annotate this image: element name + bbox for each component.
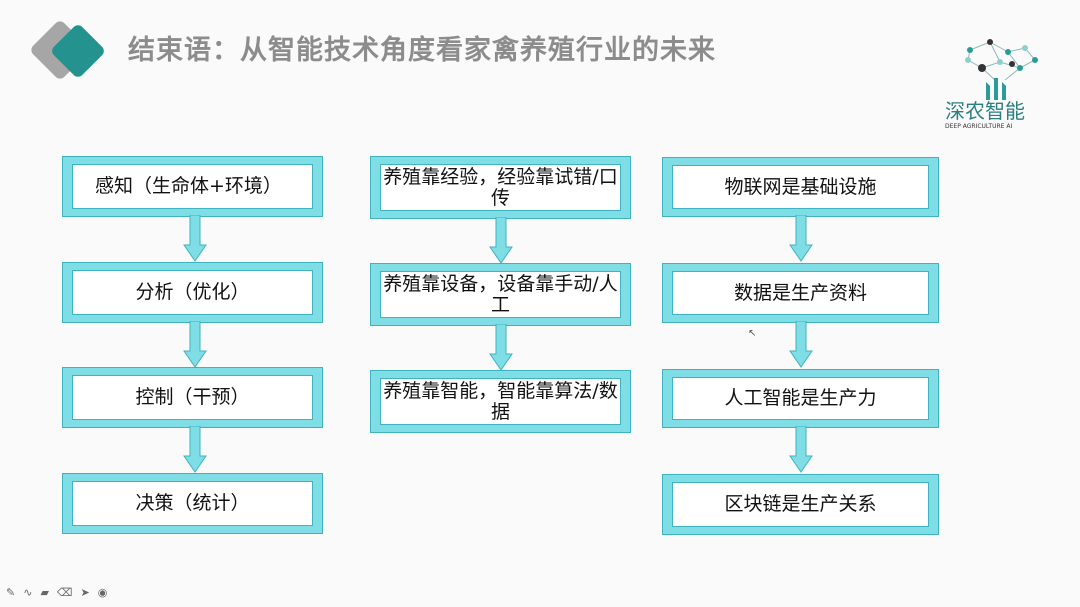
down-arrow-icon [789, 320, 813, 368]
down-arrow-icon [489, 323, 513, 371]
pointer-icon[interactable]: ➤ [80, 586, 90, 599]
slide-title: 结束语：从智能技术角度看家禽养殖行业的未来 [128, 35, 716, 66]
flow-box: 养殖靠设备，设备靠手动/人工 [370, 263, 631, 326]
flow-box: 分析（优化） [62, 262, 323, 323]
pen-icon[interactable]: ✎ [6, 586, 16, 599]
flow-box: 控制（干预） [62, 367, 323, 428]
mouse-cursor-icon: ↖ [748, 328, 757, 339]
down-arrow-icon [183, 320, 207, 368]
eraser-icon[interactable]: ⌫ [56, 586, 73, 599]
flow-box: 感知（生命体+环境） [62, 156, 323, 217]
down-arrow-icon [489, 216, 513, 264]
presentation-toolbar: ✎ ∿ ▰ ⌫ ➤ ◉ [6, 586, 107, 599]
svg-text:深农智能: 深农智能 [945, 99, 1025, 123]
flow-box: 养殖靠经验，经验靠试错/口传 [370, 156, 631, 219]
ink-icon[interactable]: ∿ [23, 586, 33, 599]
flow-box: 物联网是基础设施 [662, 157, 939, 217]
flow-box: 人工智能是生产力 [662, 369, 939, 428]
highlighter-icon[interactable]: ▰ [40, 586, 49, 599]
flow-box: 养殖靠智能，智能靠算法/数据 [370, 370, 631, 433]
flow-box: 决策（统计） [62, 473, 323, 534]
flow-box: 数据是生产资料 [662, 263, 939, 323]
down-arrow-icon [183, 214, 207, 262]
down-arrow-icon [789, 425, 813, 473]
down-arrow-icon [183, 425, 207, 473]
svg-text:DEEP AGRICULTURE AI: DEEP AGRICULTURE AI [945, 123, 1012, 130]
down-arrow-icon [789, 214, 813, 262]
record-icon[interactable]: ◉ [97, 586, 108, 599]
company-logo: 深农智能 DEEP AGRICULTURE AI [940, 30, 1050, 130]
flow-box: 区块链是生产关系 [662, 474, 939, 535]
